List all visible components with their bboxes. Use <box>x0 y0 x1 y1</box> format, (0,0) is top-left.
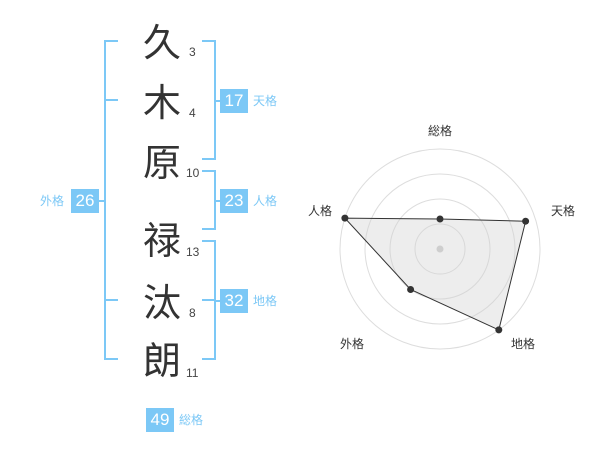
radar-center-dot <box>436 245 444 253</box>
gaikaku-connector <box>98 200 106 202</box>
radar-label-gaikaku: 外格 <box>340 337 365 351</box>
radar-grid-ring <box>364 173 516 325</box>
radar-label-chikaku: 地格 <box>511 337 536 351</box>
gaikaku-score: 26 <box>71 189 99 213</box>
name-char-5: 汰 <box>142 281 181 325</box>
name-char-1: 久 <box>142 21 181 65</box>
radar-area <box>343 217 527 331</box>
radar-grid-ring <box>339 148 541 350</box>
soukaku-score: 49 <box>146 408 174 432</box>
tenkaku-score: 17 <box>220 89 248 113</box>
radar-point <box>522 217 530 225</box>
tenkaku-connector <box>214 100 220 102</box>
name-char-6: 朗 <box>142 339 181 383</box>
stroke-count-5: 8 <box>189 306 196 320</box>
stroke-count-3: 10 <box>186 166 200 180</box>
chikaku-connector <box>214 300 220 302</box>
radar-label-jinkaku: 人格 <box>308 204 333 218</box>
name-char-2: 木 <box>142 81 181 125</box>
stroke-count-2: 4 <box>189 106 196 120</box>
tenkaku-label: 天格 <box>253 94 278 108</box>
stroke-count-1: 3 <box>189 45 196 59</box>
chikaku-bracket-tick <box>202 299 216 301</box>
jinkaku-connector <box>214 200 220 202</box>
soukaku-label: 総格 <box>179 413 204 427</box>
radar-label-soukaku: 総格 <box>428 124 453 138</box>
gaikaku-bracket-tick <box>104 99 118 101</box>
radar-point <box>341 214 349 222</box>
stroke-count-6: 11 <box>186 366 199 380</box>
gaikaku-bracket-tick <box>104 299 118 301</box>
gaikaku-label: 外格 <box>40 194 65 208</box>
stroke-count-4: 13 <box>186 245 200 259</box>
name-char-3: 原 <box>142 141 181 185</box>
radar-label-tenkaku: 天格 <box>551 204 576 218</box>
chikaku-score: 32 <box>220 289 248 313</box>
jinkaku-score: 23 <box>220 189 248 213</box>
name-char-4: 禄 <box>142 219 181 263</box>
chikaku-label: 地格 <box>253 294 278 308</box>
radar-point <box>495 326 503 334</box>
radar-grid-ring <box>389 198 491 300</box>
radar-point <box>436 215 444 223</box>
radar-grid-ring <box>414 223 466 275</box>
jinkaku-label: 人格 <box>253 194 278 208</box>
radar-point <box>407 286 415 293</box>
